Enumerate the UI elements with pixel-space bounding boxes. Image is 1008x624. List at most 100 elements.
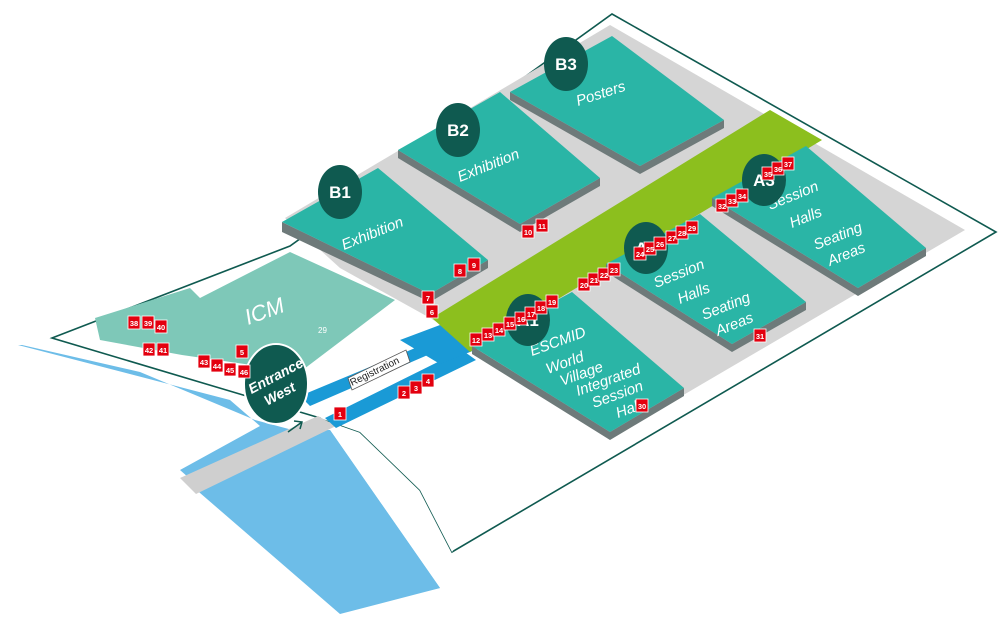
hall-b3-side — [510, 92, 724, 174]
marker-9[interactable]: 9 — [467, 257, 481, 272]
marker-18[interactable]: 18 — [534, 300, 548, 315]
marker-15[interactable]: 15 — [503, 316, 517, 331]
marker-label: 32 — [718, 202, 726, 211]
badge-b3-text: B3 — [555, 55, 577, 74]
marker-41[interactable]: 41 — [156, 342, 170, 357]
marker-37[interactable]: 37 — [781, 156, 795, 171]
badge-b1-text: B1 — [329, 183, 351, 202]
water-area-lower — [185, 430, 440, 614]
marker-label: 17 — [527, 310, 535, 319]
marker-45[interactable]: 45 — [223, 362, 237, 377]
footbridge — [180, 416, 336, 494]
icm-building[interactable] — [95, 252, 395, 372]
marker-label: 1 — [338, 410, 342, 419]
marker-label: 20 — [580, 281, 588, 290]
marker-44[interactable]: 44 — [210, 358, 224, 373]
marker-label: 44 — [213, 362, 222, 371]
marker-label: 9 — [472, 261, 476, 270]
marker-label: 23 — [610, 266, 618, 275]
marker-label: 8 — [458, 267, 462, 276]
marker-11[interactable]: 11 — [535, 218, 549, 233]
marker-label: 38 — [130, 319, 138, 328]
marker-label: 10 — [524, 228, 532, 237]
marker-label: 41 — [159, 346, 167, 355]
marker-22[interactable]: 22 — [597, 267, 611, 282]
marker-label: 39 — [144, 319, 152, 328]
marker-label: 24 — [636, 250, 645, 259]
marker-label: 22 — [600, 271, 608, 280]
marker-label: 5 — [240, 348, 244, 357]
marker-label: 29 — [688, 224, 696, 233]
marker-label: 13 — [484, 331, 492, 340]
hall-b2-side — [398, 150, 600, 232]
marker-label: 40 — [157, 323, 165, 332]
marker-46[interactable]: 46 — [237, 364, 251, 379]
marker-label: 7 — [426, 294, 430, 303]
marker-label: 14 — [495, 326, 504, 335]
marker-label: 19 — [548, 298, 556, 307]
marker-40[interactable]: 40 — [154, 319, 168, 334]
marker-14[interactable]: 14 — [492, 322, 506, 337]
marker-label: 18 — [537, 304, 545, 313]
marker-label: 16 — [517, 315, 525, 324]
entrance-west[interactable]: Entrance West — [243, 343, 309, 425]
marker-label: 4 — [426, 377, 431, 386]
marker-label: 37 — [784, 160, 792, 169]
marker-42[interactable]: 42 — [142, 342, 156, 357]
badge-b1[interactable]: B1 — [318, 165, 362, 219]
marker-26[interactable]: 26 — [653, 236, 667, 251]
marker-10[interactable]: 10 — [521, 224, 535, 239]
marker-label: 15 — [506, 320, 514, 329]
marker-label: 3 — [414, 384, 418, 393]
marker-12[interactable]: 12 — [469, 332, 483, 347]
marker-label: 34 — [738, 192, 747, 201]
hall-a2-side — [606, 264, 806, 352]
marker-label: 35 — [764, 170, 772, 179]
marker-3[interactable]: 3 — [409, 380, 423, 395]
marker-label: 11 — [538, 222, 546, 231]
marker-5[interactable]: 5 — [235, 344, 249, 359]
marker-31[interactable]: 31 — [753, 328, 767, 343]
markers-layer: 1234567891011121314151617181920212223242… — [127, 156, 795, 421]
marker-label: 26 — [656, 240, 664, 249]
concourse — [432, 110, 822, 352]
badge-b2[interactable]: B2 — [436, 103, 480, 157]
marker-label: 6 — [430, 308, 434, 317]
marker-38[interactable]: 38 — [127, 315, 141, 330]
registration-label: Registration — [348, 355, 401, 388]
marker-1[interactable]: 1 — [333, 406, 347, 421]
marker-label: 21 — [590, 276, 598, 285]
marker-label: 12 — [472, 336, 480, 345]
marker-13[interactable]: 13 — [481, 327, 495, 342]
marker-8[interactable]: 8 — [453, 263, 467, 278]
marker-label: 31 — [756, 332, 764, 341]
marker-label: 28 — [678, 229, 686, 238]
badge-b2-text: B2 — [447, 121, 469, 140]
marker-39[interactable]: 39 — [141, 315, 155, 330]
marker-label: 2 — [402, 389, 406, 398]
marker-19[interactable]: 19 — [545, 294, 559, 309]
marker-label: 46 — [240, 368, 248, 377]
marker-23[interactable]: 23 — [607, 262, 621, 277]
marker-label: 27 — [668, 234, 676, 243]
marker-label: 30 — [638, 402, 646, 411]
marker-label: 43 — [200, 358, 208, 367]
entrance-arrow-icon — [287, 420, 303, 433]
marker-label: 25 — [646, 245, 654, 254]
marker-4[interactable]: 4 — [421, 373, 435, 388]
marker-29[interactable]: 29 — [685, 220, 699, 235]
walkway-connector — [400, 325, 480, 364]
marker-label: 45 — [226, 366, 234, 375]
marker-43[interactable]: 43 — [197, 354, 211, 369]
marker-label: 33 — [728, 197, 736, 206]
marker-34[interactable]: 34 — [735, 188, 749, 203]
badge-b3[interactable]: B3 — [544, 37, 588, 91]
marker-6[interactable]: 6 — [425, 304, 439, 319]
marker-7[interactable]: 7 — [421, 290, 435, 305]
marker-30[interactable]: 30 — [635, 398, 649, 413]
marker-label: 36 — [774, 165, 782, 174]
icm-number: 29 — [318, 326, 327, 335]
marker-2[interactable]: 2 — [397, 385, 411, 400]
marker-label: 42 — [145, 346, 153, 355]
